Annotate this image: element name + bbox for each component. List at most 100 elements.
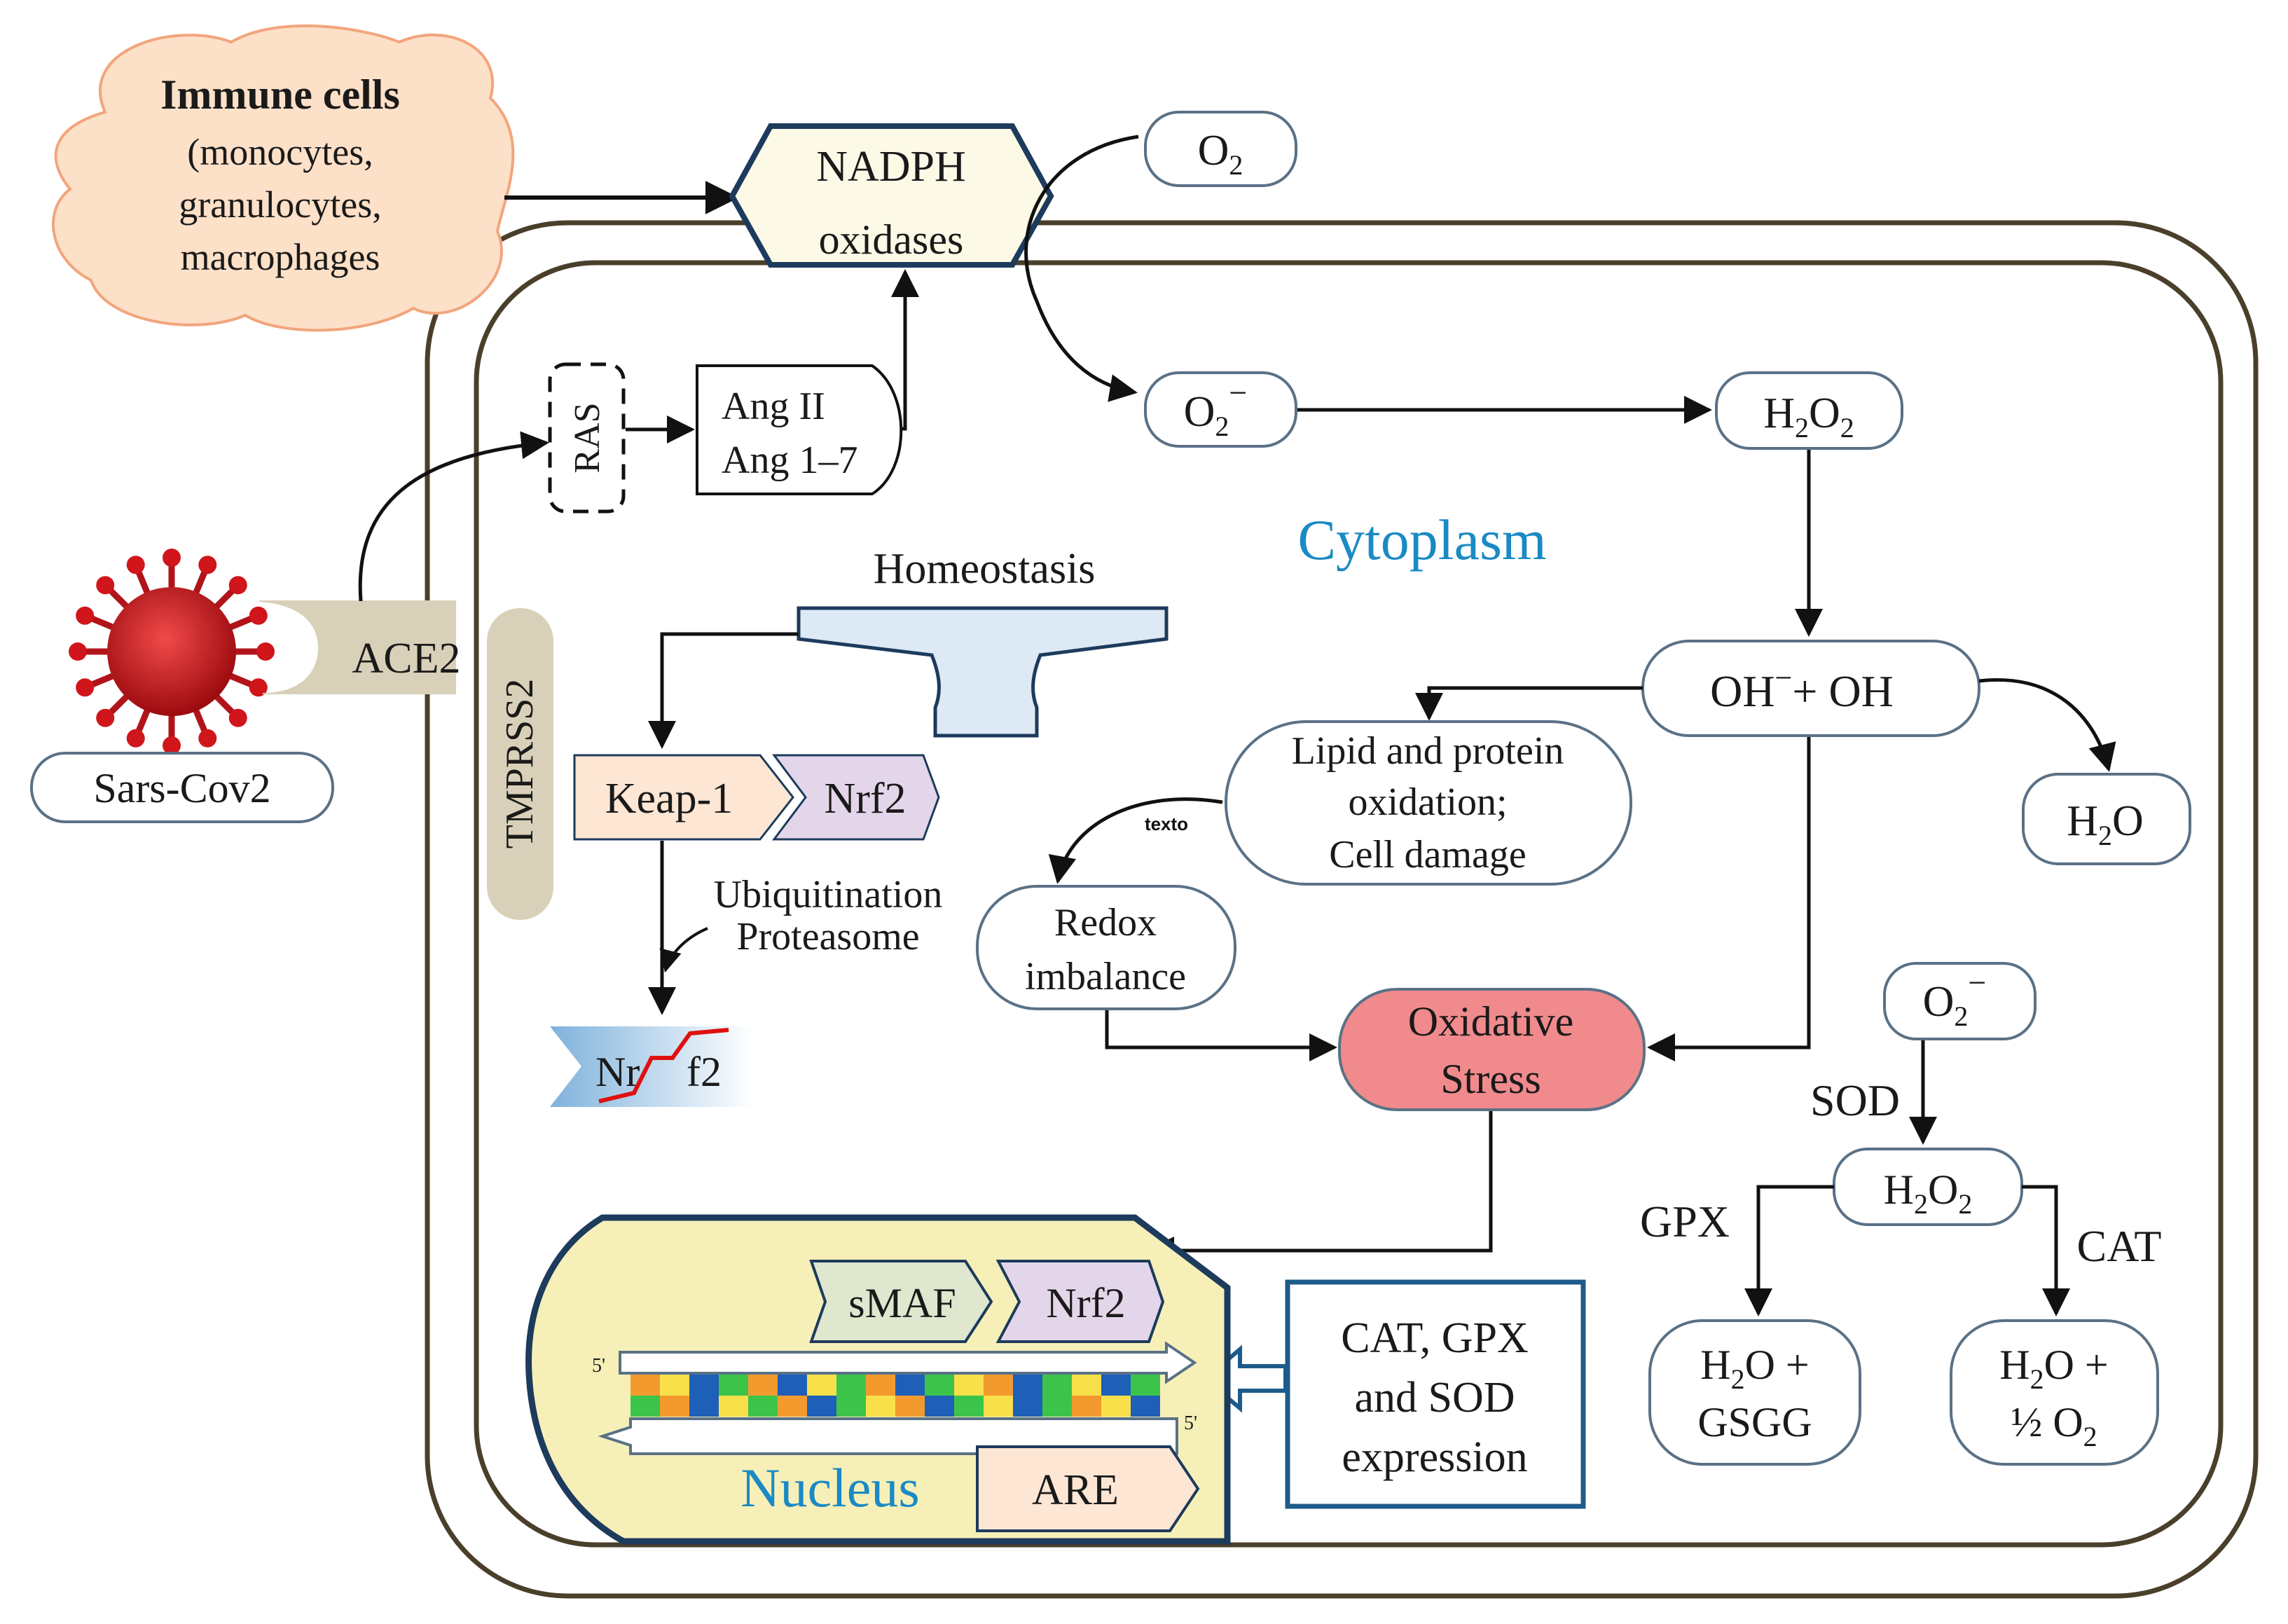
ang-line1: Ang II: [722, 385, 825, 428]
dna-base: [984, 1396, 1013, 1417]
stress-to-nucleus-arrow: [1146, 1111, 1493, 1265]
dna-base: [807, 1375, 836, 1396]
dna-base: [895, 1375, 925, 1396]
virus-body: [107, 587, 236, 716]
ubiquitination-line2: Proteasome: [736, 915, 919, 958]
virus-spike-tip: [69, 642, 87, 661]
dna-base: [630, 1396, 660, 1417]
gpx-label: GPX: [1640, 1197, 1730, 1246]
nucleus-nrf2-box: Nrf2: [995, 1260, 1165, 1343]
ace2-label: ACE2: [352, 635, 461, 682]
dna-base: [1042, 1396, 1072, 1417]
sod-label: SOD: [1810, 1075, 1900, 1125]
oxygen-box: O2: [1144, 111, 1297, 187]
svg-text:Stress: Stress: [1440, 1056, 1541, 1102]
dna-base: [807, 1396, 836, 1417]
dna-base: [689, 1375, 719, 1396]
virus-spike-tip: [256, 642, 275, 661]
immune-cells-cloud: Immune cells (monocytes, granulocytes, m…: [52, 24, 515, 332]
ang-to-nadph-arrow: [891, 269, 919, 431]
nadph-line1: NADPH: [816, 143, 966, 191]
svg-text:Cell damage: Cell damage: [1329, 833, 1526, 876]
virus-spike-tip: [249, 678, 268, 697]
nrf2-box: Nrf2: [772, 754, 940, 841]
homeostasis-to-keap-arrow: [648, 632, 799, 749]
degraded-nrf2: Nr f2: [550, 1026, 753, 1107]
hydrogen-peroxide-lower-box: H2O2: [1833, 1148, 2023, 1226]
superoxide-box: O2−: [1144, 371, 1297, 448]
svg-text:H2O2: H2O2: [1763, 390, 1854, 443]
ras-box: RAS: [548, 362, 626, 514]
h2o2-to-gpx-product-arrow: [1744, 1185, 1834, 1316]
svg-text:Redox: Redox: [1054, 901, 1157, 944]
tmprss2-label: TMPRSS2: [498, 679, 542, 849]
keap1-box: Keap-1: [573, 754, 794, 841]
dna-base: [689, 1396, 719, 1417]
dna-base: [836, 1375, 866, 1396]
dna-base: [660, 1396, 689, 1417]
proteasome-curve-arrow: [659, 927, 708, 973]
inner-cell-membrane: [474, 260, 2224, 1548]
cat-label: CAT: [2077, 1221, 2162, 1271]
dna-base: [895, 1396, 925, 1417]
svg-text:CAT, GPX: CAT, GPX: [1341, 1314, 1529, 1362]
virus-spike-tip: [76, 606, 95, 625]
ace2-to-ras-arrow: [358, 431, 549, 602]
sars-cov2-virus-icon: [69, 549, 275, 755]
dna-base: [1101, 1375, 1131, 1396]
degradation-break-icon: [598, 1028, 729, 1103]
ang-line2: Ang 1–7: [722, 439, 857, 482]
dna-base: [836, 1396, 866, 1417]
nadph-line2: oxidases: [819, 216, 964, 263]
dna-base: [1072, 1396, 1101, 1417]
svg-text:and SOD: and SOD: [1354, 1374, 1515, 1422]
dna-strand-top: [619, 1341, 1197, 1384]
virus-spike-tip: [228, 576, 247, 595]
texto-label: texto: [1145, 813, 1188, 834]
svg-text:H2O: H2O: [2067, 797, 2144, 851]
antioxidant-expression-box: CAT, GPX and SOD expression: [1285, 1279, 1586, 1509]
dna-base-pairs: [630, 1375, 1160, 1417]
virus-spike-tip: [249, 606, 268, 625]
dna-base: [1013, 1375, 1042, 1396]
virus-spike-tip: [126, 729, 145, 748]
ace2-receptor: [259, 600, 456, 694]
oxidative-stress-box: Oxidative Stress: [1338, 988, 1646, 1111]
svg-text:O2−: O2−: [1184, 375, 1248, 442]
balance-scale-icon: [797, 606, 1169, 738]
cytoplasm-label: Cytoplasm: [1297, 508, 1546, 572]
five-prime-bottom-label: 5': [1184, 1412, 1197, 1434]
sars-cov2-label-box: Sars-Cov2: [30, 752, 334, 823]
dna-base: [866, 1375, 895, 1396]
dna-base: [778, 1375, 807, 1396]
dna-base: [954, 1396, 984, 1417]
dna-base: [1101, 1396, 1131, 1417]
hydroxyl-box: OH−+ OH: [1641, 640, 1980, 737]
h2o2-to-cat-product-arrow: [2022, 1185, 2070, 1316]
svg-text:H2O +: H2O +: [1999, 1342, 2109, 1395]
homeostasis-label: Homeostasis: [874, 545, 1096, 593]
nucleus: Nucleus sMAF Nrf2 5' 5' ARE: [525, 1214, 1231, 1545]
dna-base: [866, 1396, 895, 1417]
virus-spike-tip: [163, 736, 181, 755]
svg-text:OH−+ OH: OH−+ OH: [1710, 661, 1894, 716]
hydroxyl-to-lipid-arrow: [1415, 686, 1643, 721]
dna-base: [984, 1375, 1013, 1396]
dna-base: [630, 1375, 660, 1396]
virus-spike-tip: [76, 678, 95, 697]
virus-spike-tip: [126, 556, 145, 574]
smaf-box: sMAF: [809, 1260, 993, 1343]
virus-spike-tip: [198, 729, 217, 748]
superoxide-lower-box: O2−: [1883, 962, 2037, 1040]
dna-base: [778, 1396, 807, 1417]
svg-text:½ O2: ½ O2: [2011, 1399, 2097, 1452]
svg-text:RAS: RAS: [567, 402, 607, 473]
immune-cells-line2: granulocytes,: [179, 184, 381, 226]
hydroxyl-to-water-arrow: [1978, 678, 2116, 772]
angiotensin-box: Ang II Ang 1–7: [696, 364, 903, 495]
virus-spike-tip: [228, 708, 247, 727]
svg-text:sMAF: sMAF: [848, 1280, 956, 1326]
dna-base: [660, 1375, 689, 1396]
